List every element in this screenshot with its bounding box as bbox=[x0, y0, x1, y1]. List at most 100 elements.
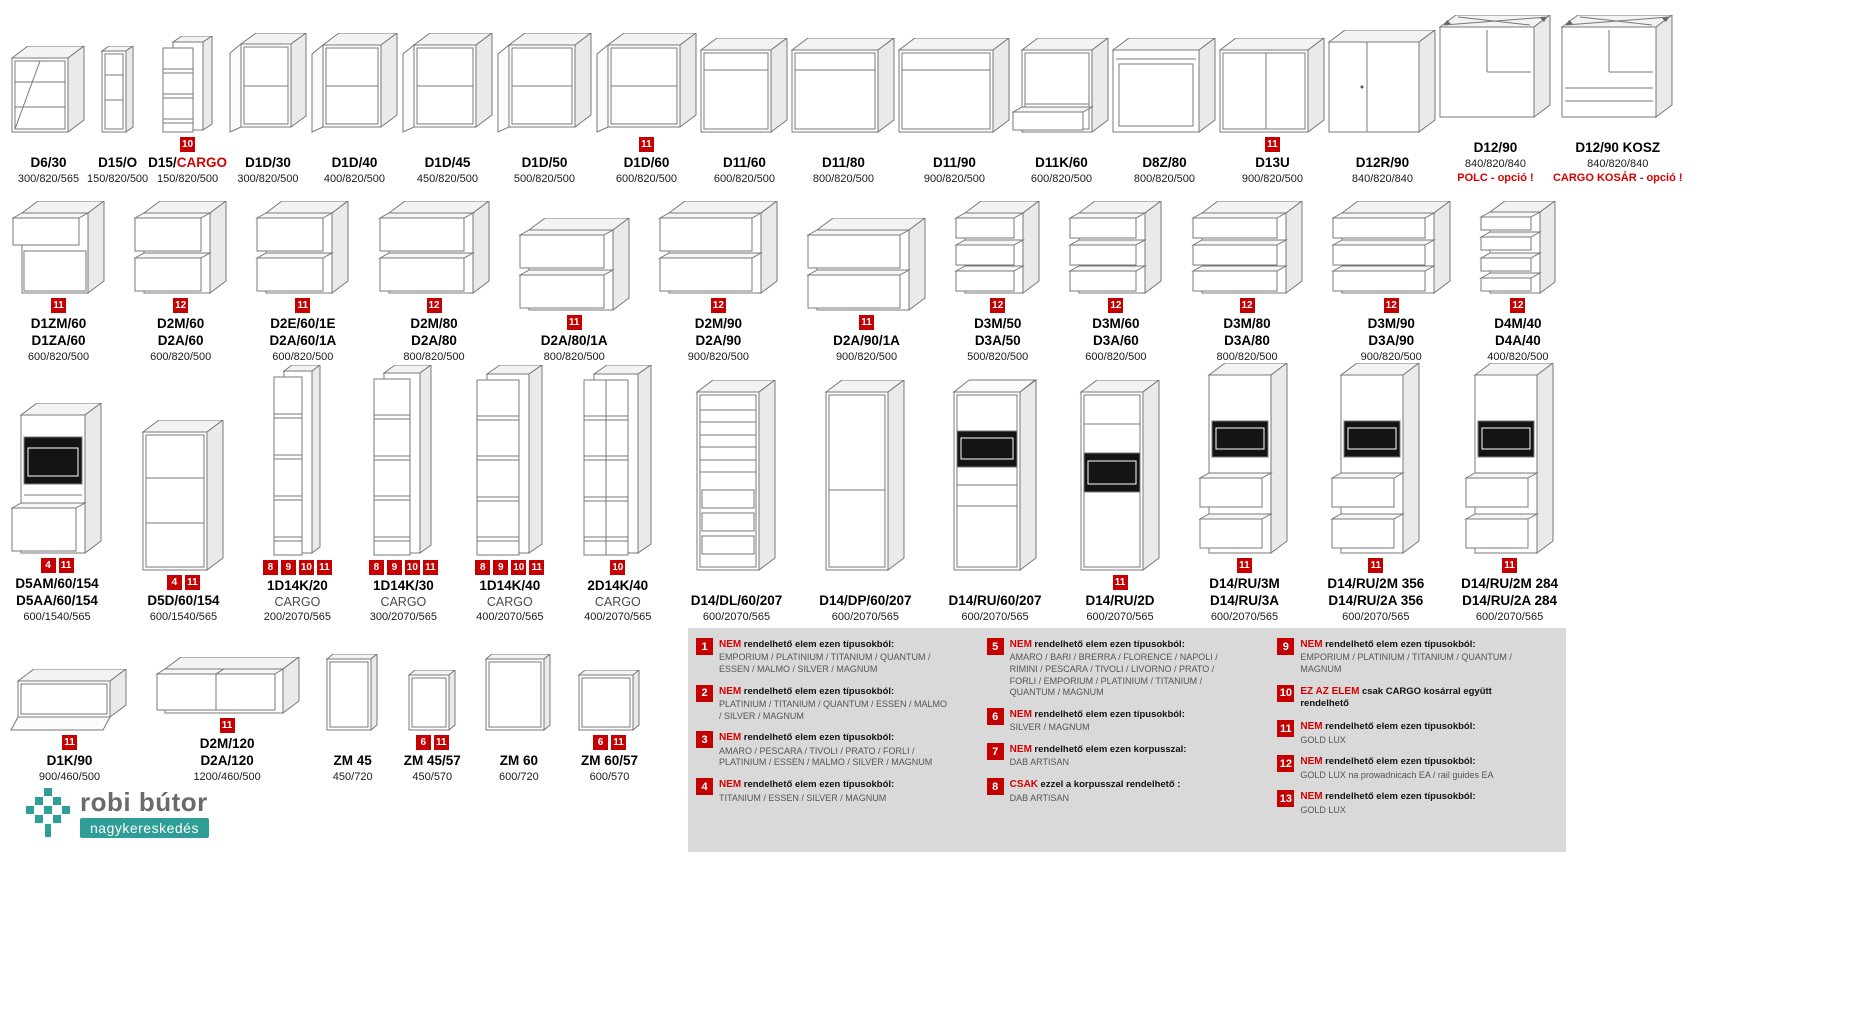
note-keyword: NEM bbox=[1009, 639, 1032, 650]
note-badge: 11 bbox=[316, 560, 332, 576]
product-name-text: D14/RU/2M 356 bbox=[1327, 575, 1425, 591]
logo-tagline: nagykereskedés bbox=[80, 818, 209, 838]
product-dimensions: 450/820/500 bbox=[416, 172, 479, 185]
product-name: D2M/60 bbox=[157, 316, 204, 333]
cabinet-drawing-drawers2x bbox=[154, 656, 300, 714]
note-rule-text: ezzel a korpusszal rendelhető : bbox=[1040, 779, 1181, 791]
product-name-text: D2A/90/1A bbox=[833, 332, 900, 348]
product-name-text: D11/60 bbox=[723, 154, 766, 170]
product-dimensions: 400/2070/565 bbox=[476, 610, 544, 623]
note-rule-text: rendelhető elem ezen típusokból: bbox=[1034, 639, 1185, 650]
badge-row: 12 bbox=[990, 298, 1006, 314]
product-name: D14/DL/60/207 bbox=[691, 593, 783, 610]
product-name-text: ZM 60/57 bbox=[580, 752, 639, 768]
note-badge: 12 bbox=[1510, 298, 1526, 314]
product-name: D11K/60 bbox=[1035, 155, 1088, 172]
product-dimensions: 1200/460/500 bbox=[193, 770, 261, 783]
cabinet-drawing-ovenDrawers bbox=[1198, 362, 1289, 554]
cabinet-drawing-cornerBlind bbox=[1218, 37, 1325, 133]
product-name: D1D/40 bbox=[332, 155, 378, 172]
cabinet-drawing-ovenDrawers bbox=[1329, 362, 1420, 554]
note-list: DAB ARTISAN bbox=[1009, 792, 1070, 803]
note-badge: 10 bbox=[298, 560, 314, 576]
product-name-2: D5AA/60/154 bbox=[16, 592, 98, 608]
note-number-badge: 1 bbox=[696, 638, 713, 655]
product-name-2: D3A/60 bbox=[1092, 332, 1139, 348]
product-dimensions: 200/2070/565 bbox=[263, 610, 332, 623]
product-name-text: 2D14K/40 bbox=[587, 577, 649, 593]
note-badge: 11 bbox=[219, 718, 235, 734]
badge-row: 11 bbox=[62, 735, 77, 751]
badge-row: 11 bbox=[1502, 558, 1518, 574]
note-badge: 12 bbox=[990, 298, 1006, 314]
note-badge: 12 bbox=[173, 298, 189, 314]
product-name-text: D3M/90 bbox=[1367, 315, 1415, 331]
note-text: EZ AZ ELEM csak CARGO kosárral együtt re… bbox=[1300, 685, 1530, 712]
note-number-badge: 8 bbox=[986, 778, 1004, 796]
cabinet-drawing-drawers bbox=[133, 200, 228, 294]
product-name-text: D13U bbox=[1255, 154, 1290, 170]
note-keyword: NEM bbox=[1300, 791, 1323, 803]
product-name-2: D3A/50 bbox=[974, 332, 1021, 348]
product-dimensions: 600/820/500 bbox=[272, 350, 334, 363]
product-dimensions: 600/2070/565 bbox=[1342, 610, 1410, 623]
cabinet-drawing-cornerTop bbox=[1438, 14, 1551, 118]
badge-row: 11 bbox=[295, 298, 311, 314]
note-list: GOLD LUX na prowadnicach EA / rail guide… bbox=[1300, 769, 1494, 780]
note-keyword: NEM bbox=[719, 639, 742, 650]
note-badge: 10 bbox=[180, 137, 196, 153]
product-name: 1D14K/30 bbox=[373, 578, 434, 595]
product-name: D2E/60/1E bbox=[270, 316, 335, 333]
product-name-text: 1D14K/40 bbox=[479, 577, 541, 593]
note-badge: 11 bbox=[529, 560, 545, 576]
product-dimensions: 300/820/500 bbox=[237, 172, 299, 185]
cabinet-drawing-cornerOpen bbox=[10, 45, 85, 133]
cabinet-drawing-tallOpen bbox=[141, 419, 224, 571]
product-dimensions: 600/820/500 bbox=[1085, 350, 1147, 363]
product-dimensions: 600/2070/565 bbox=[702, 610, 771, 623]
product-name-text: D6/30 bbox=[30, 154, 67, 170]
product-name: D2M/120 bbox=[200, 736, 255, 753]
cabinet-drawing-door bbox=[311, 32, 398, 133]
note-list: AMARO / PESCARA / TIVOLI / PRATO / FORLI… bbox=[719, 745, 933, 768]
product-option-note: CARGO KOSÁR - opció ! bbox=[1552, 172, 1683, 185]
note-list: PLATINIUM / TITANIUM / QUANTUM / ESSEN /… bbox=[719, 699, 948, 721]
note-badge: 10 bbox=[404, 560, 420, 576]
product-name-2: D3A/80 bbox=[1224, 332, 1270, 348]
product-dimensions: 450/720 bbox=[332, 770, 373, 783]
product-name-2: D2A/80 bbox=[411, 332, 457, 348]
product-subtitle: CARGO bbox=[486, 594, 533, 609]
cabinet-drawing-door bbox=[596, 32, 697, 133]
product-name: 1D14K/20 bbox=[267, 578, 328, 595]
product-name-text: D5D/60/154 bbox=[147, 592, 220, 608]
note-keyword: NEM bbox=[719, 779, 742, 791]
product-name-2: D2A/60 bbox=[157, 332, 204, 348]
product-dimensions: 800/820/500 bbox=[1133, 172, 1196, 185]
note-list: SILVER / MAGNUM bbox=[1009, 722, 1090, 733]
cabinet-drawing-tallCargo bbox=[373, 364, 433, 556]
note-badge: 12 bbox=[1108, 298, 1124, 314]
badge-row: 11 bbox=[51, 298, 66, 314]
product-subtitle: CARGO bbox=[274, 594, 321, 609]
product-name-text: D11/90 bbox=[933, 154, 976, 170]
product-name-text: ZM 45 bbox=[333, 752, 372, 768]
product-name-2: D4A/40 bbox=[1495, 332, 1541, 348]
note-text: NEM rendelhető elem ezen típusokból:AMAR… bbox=[1010, 638, 1240, 699]
cabinet-drawing-shelfTop bbox=[699, 37, 788, 133]
note-badge: 9 bbox=[280, 560, 296, 576]
product-name: D2M/80 bbox=[410, 316, 457, 333]
product-dimensions: 800/820/500 bbox=[543, 350, 605, 363]
product-name-text: D14/RU/2M 284 bbox=[1461, 575, 1558, 591]
